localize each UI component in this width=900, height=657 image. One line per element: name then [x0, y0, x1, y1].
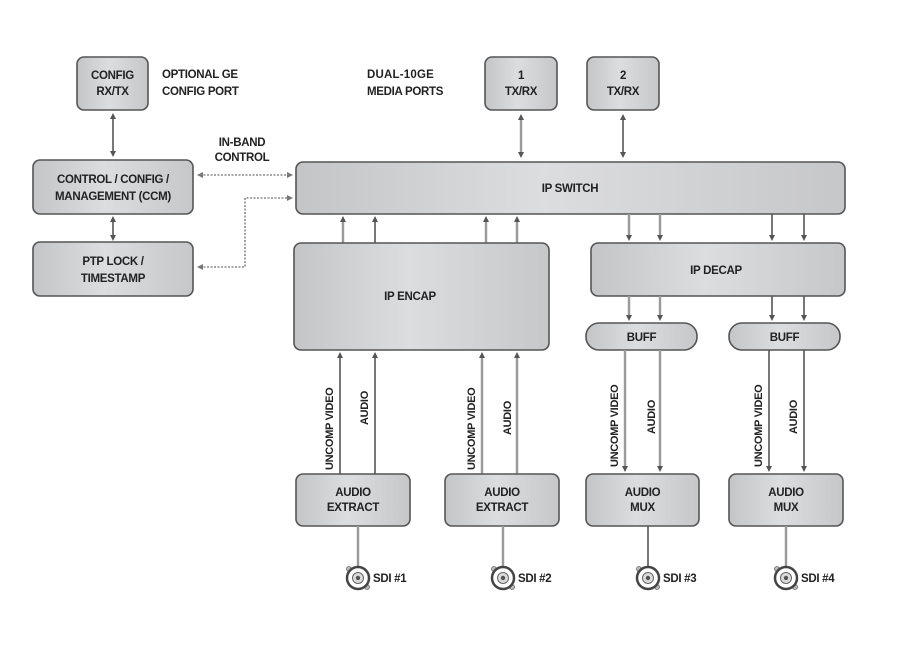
audio-extract-1-label-2: EXTRACT: [327, 502, 379, 514]
audio-mux-2-block: AUDIO MUX: [728, 473, 844, 527]
ip-encap-label: IP ENCAP: [384, 291, 436, 303]
port-1-label-1: 1: [518, 70, 525, 82]
sdi-connector-4: SDI #4: [773, 565, 836, 591]
ccm-label-2: MANAGEMENT (CCM): [55, 191, 171, 203]
ptp-label-2: TIMESTAMP: [81, 273, 146, 285]
port-1-block: 1 TX/RX: [484, 56, 558, 111]
audio-extract-1-block: AUDIO EXTRACT: [295, 473, 411, 527]
in-band-label-2: CONTROL: [215, 152, 270, 164]
config-rxtx-block: CONFIG RX/TX: [76, 56, 149, 111]
ptp-block: PTP LOCK / TIMESTAMP: [32, 241, 194, 297]
audio-mux-2-label-1: AUDIO: [768, 487, 804, 499]
audio-mux-1-label-1: AUDIO: [625, 487, 661, 499]
port-1-label-2: TX/RX: [505, 86, 538, 98]
bnc-connector-icon: [635, 565, 661, 591]
sdi-connector-1: SDI #1: [345, 565, 408, 591]
port-2-label-1: 2: [620, 70, 626, 82]
in-band-label-1: IN-BAND: [219, 137, 265, 149]
signal-label-audio-3: AUDIO: [646, 399, 658, 434]
bnc-connector-icon: [773, 565, 799, 591]
sdi-connector-2: SDI #2: [490, 565, 552, 591]
sdi-connector-label: SDI #4: [801, 573, 835, 585]
signal-label-video-4: UNCOMP VIDEO: [753, 384, 765, 467]
audio-extract-2-label-1: AUDIO: [484, 487, 520, 499]
signal-label-audio-1: AUDIO: [359, 390, 371, 425]
ip-switch-label: IP SWITCH: [542, 183, 599, 195]
signal-label-video-1: UNCOMP VIDEO: [324, 387, 336, 470]
sdi-connector-label: SDI #2: [518, 573, 551, 585]
config-rxtx-label-1: CONFIG: [91, 70, 134, 82]
audio-extract-2-label-2: EXTRACT: [476, 502, 528, 514]
signal-label-audio-4: AUDIO: [788, 399, 800, 434]
sdi-connector-label: SDI #3: [663, 573, 696, 585]
dual-10ge-label-1: DUAL-10GE: [367, 69, 434, 81]
ccm-block: CONTROL / CONFIG / MANAGEMENT (CCM): [32, 159, 194, 215]
buff-1-block: BUFF: [585, 322, 698, 351]
audio-extract-1-label-1: AUDIO: [335, 487, 371, 499]
signal-label-video-3: UNCOMP VIDEO: [609, 384, 621, 467]
buff-2-block: BUFF: [728, 322, 841, 351]
buff-1-label: BUFF: [627, 332, 657, 344]
ptp-switch-link: [197, 195, 293, 270]
signal-label-audio-2: AUDIO: [502, 400, 514, 435]
signal-label-video-2: UNCOMP VIDEO: [466, 387, 478, 470]
sdi-connector-label: SDI #1: [373, 573, 407, 585]
ptp-label-1: PTP LOCK /: [82, 256, 144, 268]
dual-10ge-label-2: MEDIA PORTS: [367, 86, 444, 98]
ip-decap-block: IP DECAP: [590, 242, 846, 297]
audio-extract-2-block: AUDIO EXTRACT: [444, 473, 560, 527]
ip-switch-block: IP SWITCH: [295, 161, 846, 215]
ccm-label-1: CONTROL / CONFIG /: [57, 174, 170, 186]
ip-encap-block: IP ENCAP: [293, 242, 550, 351]
optional-ge-label-1: OPTIONAL GE: [162, 69, 238, 81]
port-2-label-2: TX/RX: [607, 86, 640, 98]
audio-mux-1-block: AUDIO MUX: [585, 473, 700, 527]
bnc-connector-icon: [490, 565, 516, 591]
audio-mux-1-label-2: MUX: [630, 502, 655, 514]
config-rxtx-label-2: RX/TX: [96, 86, 129, 98]
buff-2-label: BUFF: [770, 332, 800, 344]
audio-mux-2-label-2: MUX: [774, 502, 799, 514]
sdi-connector-3: SDI #3: [635, 565, 697, 591]
bnc-connector-icon: [345, 565, 371, 591]
ip-decap-label: IP DECAP: [690, 265, 742, 277]
optional-ge-label-2: CONFIG PORT: [162, 86, 239, 98]
port-2-block: 2 TX/RX: [586, 56, 660, 111]
